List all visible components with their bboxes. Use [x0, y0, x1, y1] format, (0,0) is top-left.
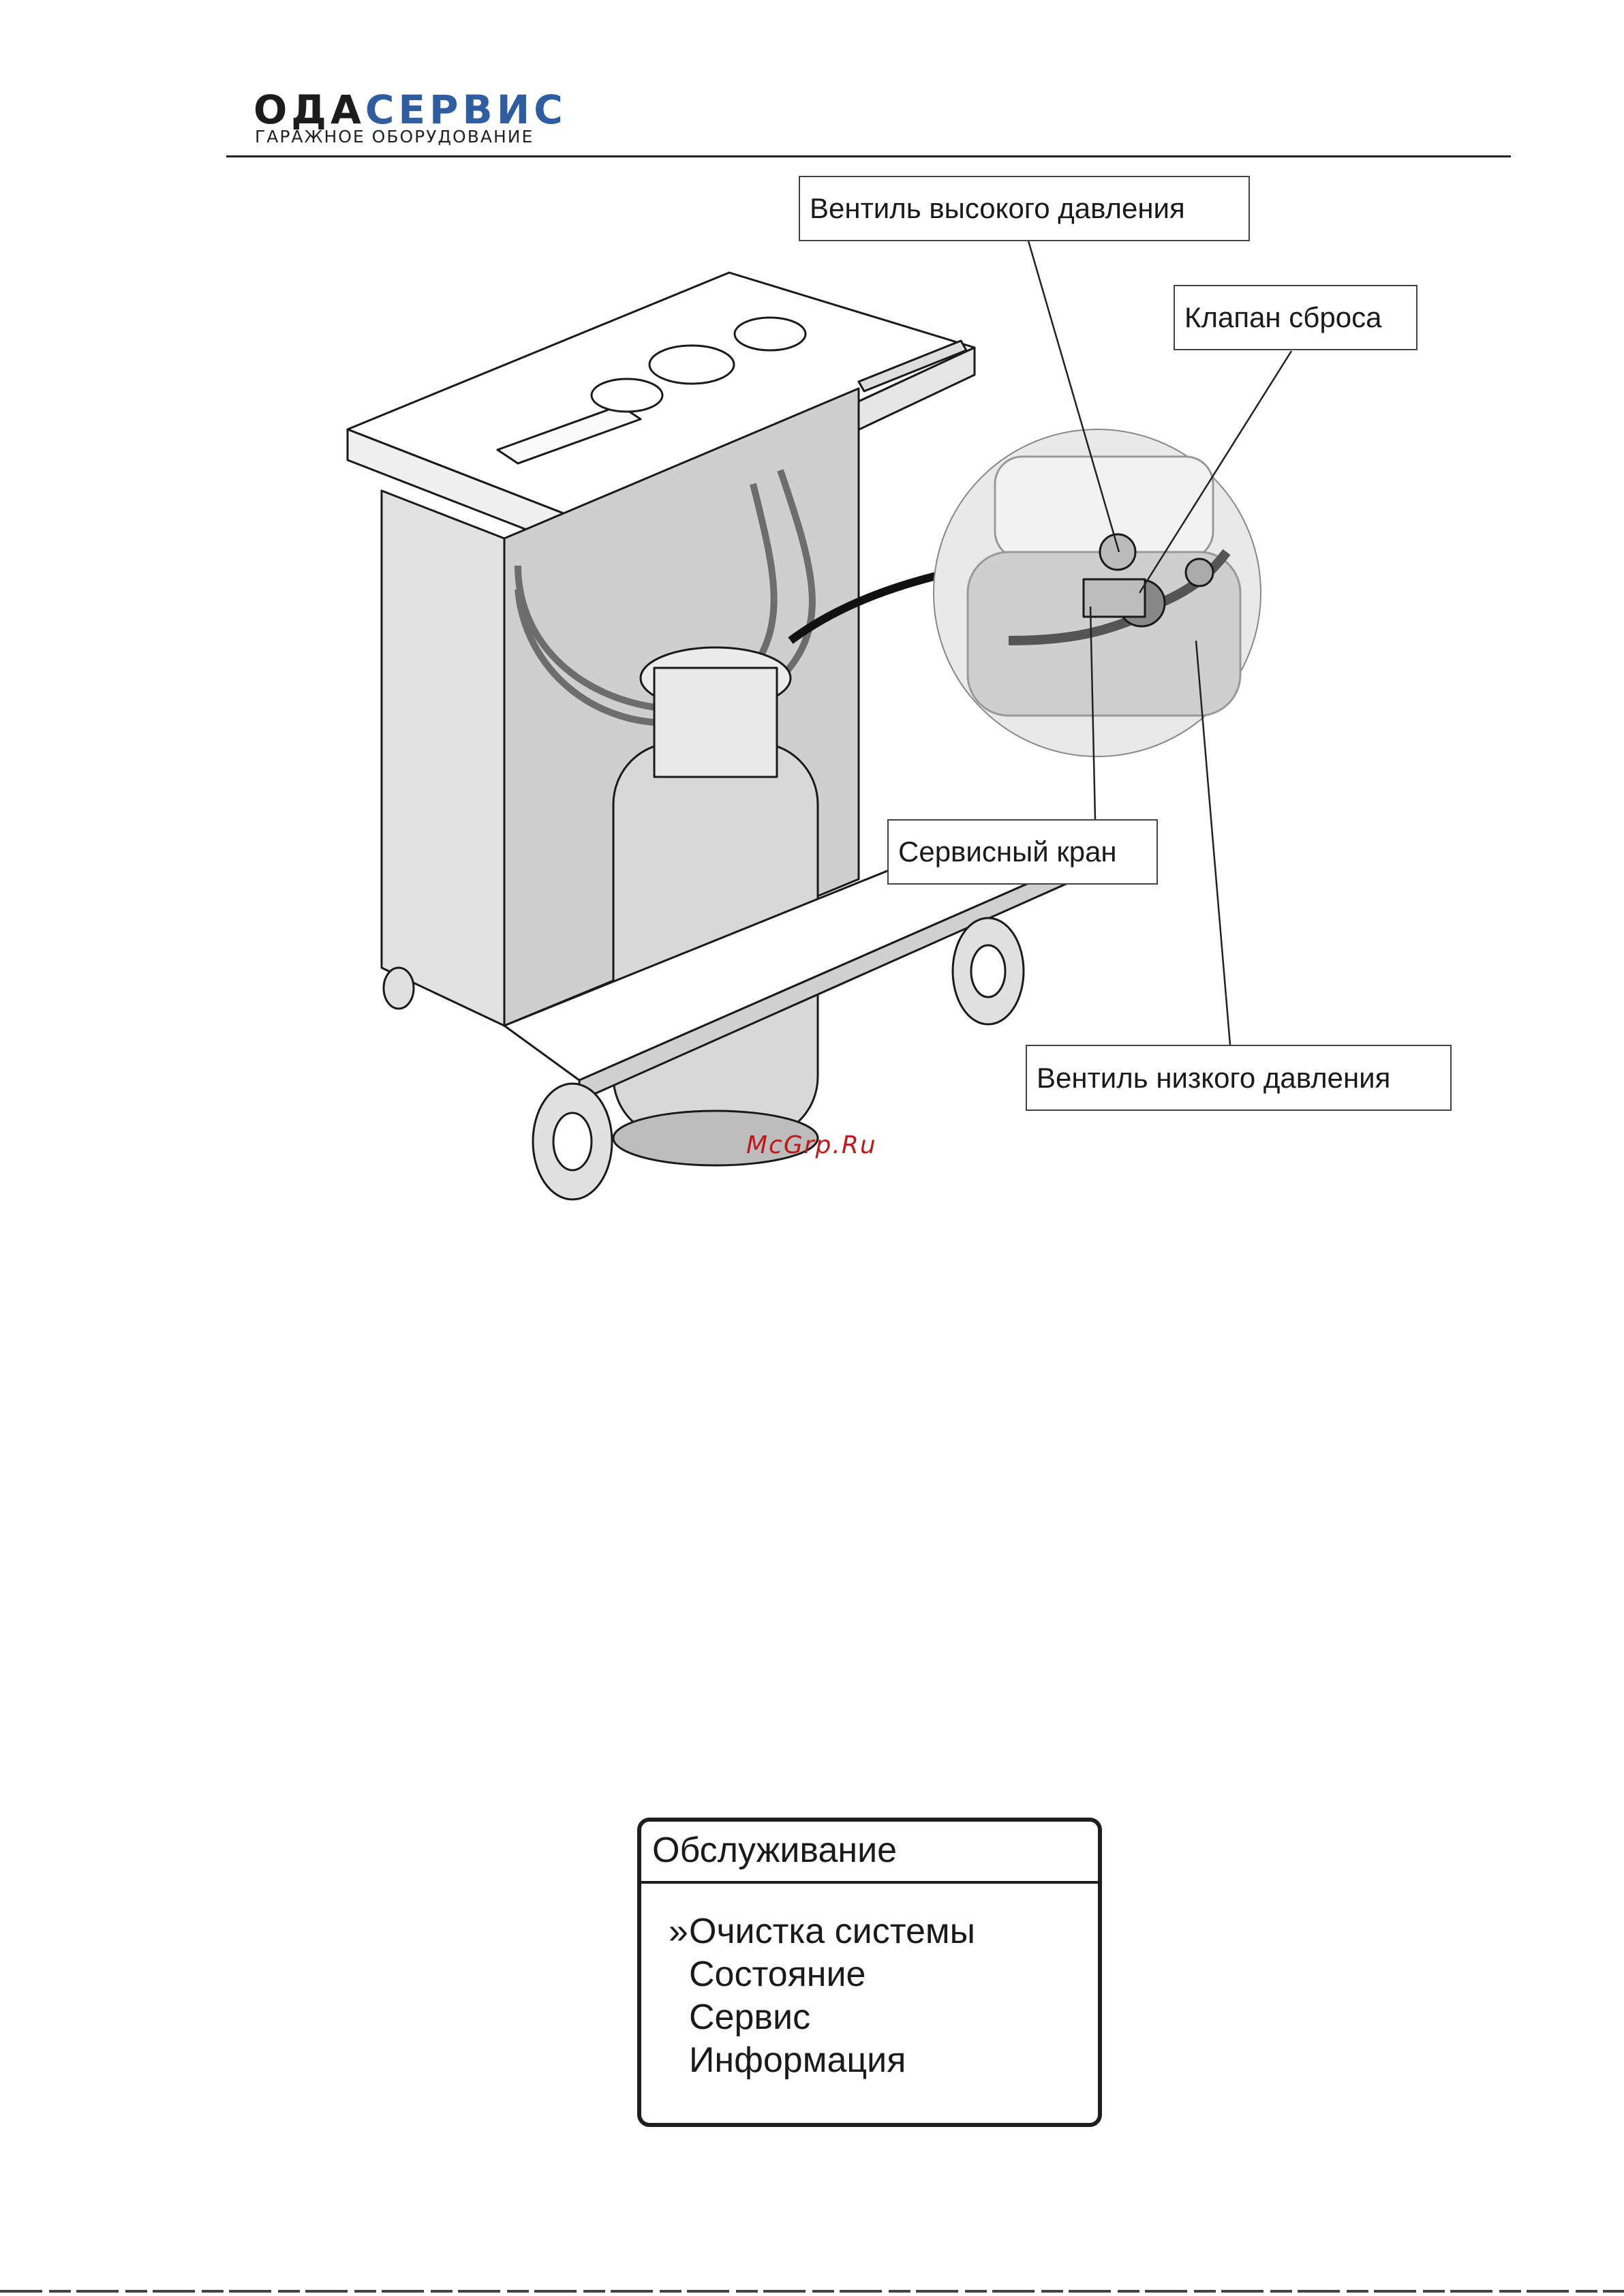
callout-high-pressure-valve: Вентиль высокого давления [799, 176, 1250, 241]
footer-divider [0, 2290, 1624, 2293]
watermark: McGrp.Ru [746, 1131, 877, 1159]
lcd-menu-item-status: Состояние [669, 1953, 975, 1996]
header-divider [226, 155, 1511, 157]
callout-service-tap: Сервисный кран [887, 819, 1158, 885]
logo-part-1: ОДА [254, 87, 365, 133]
lcd-menu-item-information: Информация [669, 2039, 975, 2082]
lcd-menu-item-label: Состояние [689, 1955, 865, 1994]
lcd-title-divider [641, 1881, 1098, 1884]
lcd-menu-screen: Обслуживание »Очистка системы Состояние … [637, 1818, 1102, 2127]
logo-part-2: СЕРВИС [365, 87, 567, 133]
lcd-menu-item-label: Очистка системы [689, 1912, 975, 1951]
selection-marker: » [669, 1910, 689, 1953]
lcd-menu-item-service: Сервис [669, 1996, 975, 2039]
lcd-menu-title: Обслуживание [652, 1830, 897, 1871]
lcd-menu-item-label: Сервис [689, 1997, 810, 2037]
lcd-menu-item-label: Информация [689, 2040, 906, 2080]
lcd-menu-list: »Очистка системы Состояние Сервис Информ… [669, 1910, 975, 2082]
company-logo: ОДАСЕРВИС [254, 90, 567, 129]
callout-relief-valve: Клапан сброса [1174, 285, 1418, 350]
logo-subtitle: ГАРАЖНОЕ ОБОРУДОВАНИЕ [255, 127, 534, 147]
lcd-menu-item-cleaning: »Очистка системы [669, 1910, 975, 1953]
callout-low-pressure-valve: Вентиль низкого давления [1026, 1045, 1452, 1111]
